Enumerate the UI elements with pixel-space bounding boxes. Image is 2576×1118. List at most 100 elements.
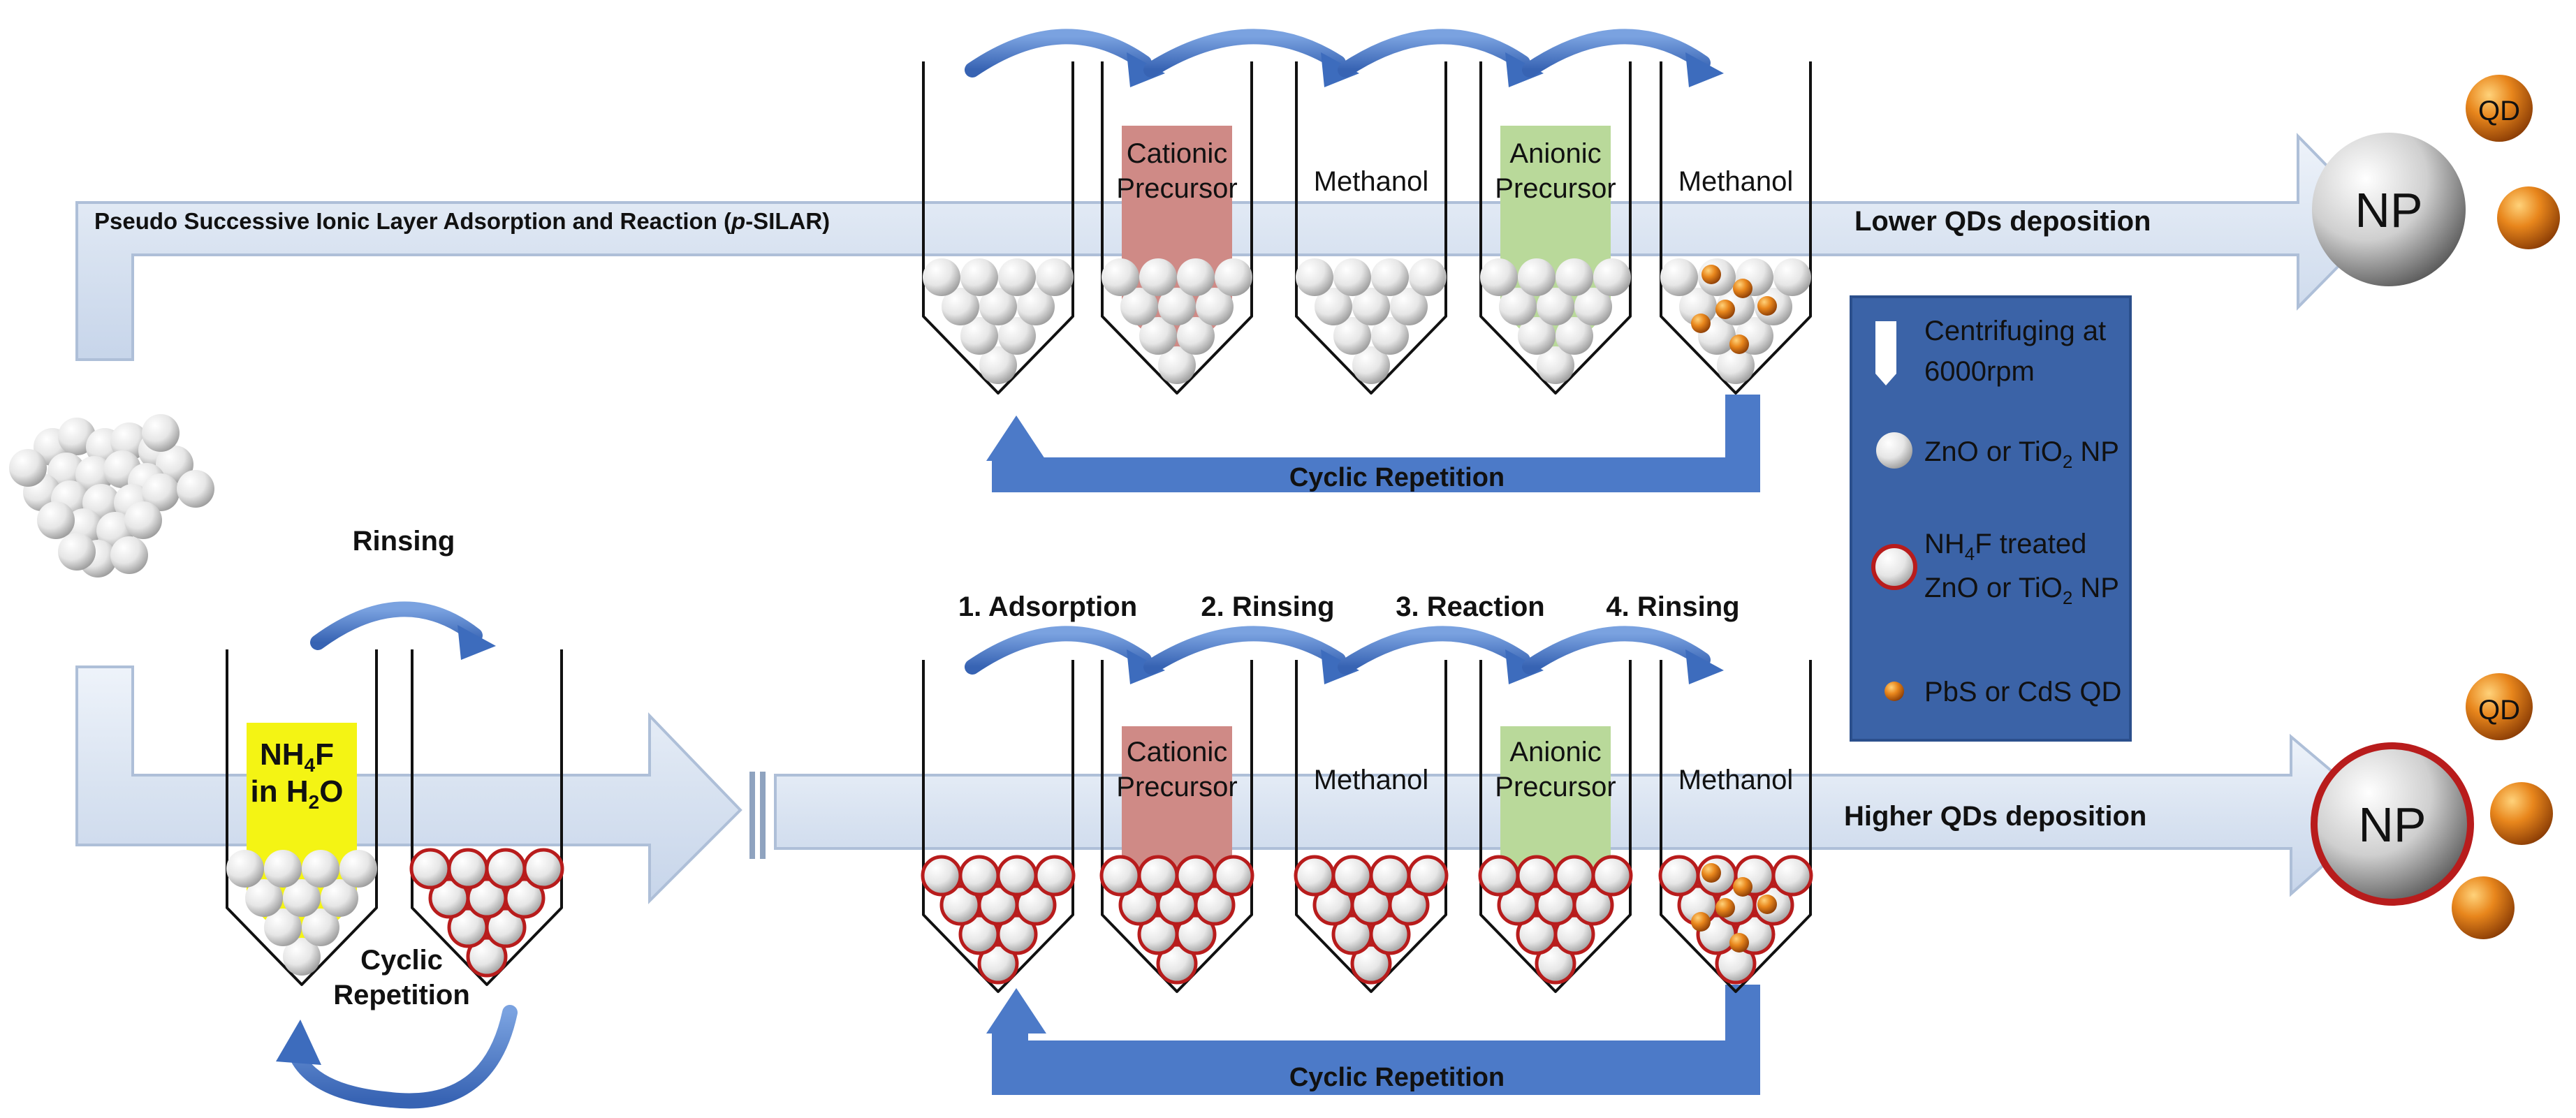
qd-particle [1733, 877, 1752, 897]
np-particle [283, 879, 321, 917]
treated-np-particle [1516, 855, 1558, 897]
np-particle [321, 879, 358, 917]
np-particle [998, 317, 1036, 355]
legend-treated-line2: ZnO or TiO2 NP [1924, 573, 2119, 608]
np-particle [979, 346, 1017, 384]
np-particle [979, 288, 1017, 325]
treated-np-legend-icon [1871, 544, 1917, 590]
pretreat-cycle-line1: Cyclic [360, 945, 443, 976]
qd-legend-icon [1885, 682, 1904, 701]
np-particle [1660, 258, 1698, 296]
treated-np-particle [466, 936, 508, 978]
qd-sphere [2490, 782, 2553, 845]
process-title: Pseudo Successive Ionic Layer Adsorption… [94, 208, 830, 234]
treated-tube [409, 649, 564, 986]
np-particle [1556, 317, 1593, 355]
bottom-step-arrow-1 [965, 626, 1165, 684]
treated-np-particle [1350, 943, 1392, 985]
np-particle [1537, 288, 1574, 325]
qd-particle [1691, 912, 1711, 932]
tube-outline [1295, 660, 1447, 993]
tube-outline [1101, 660, 1253, 993]
np-label: NP [2358, 797, 2426, 852]
qd-particle [1702, 863, 1721, 883]
treated-np-particle [1331, 855, 1373, 897]
legend-centrifuge-line2: 6000rpm [1924, 356, 2035, 387]
np-legend-icon [1876, 432, 1912, 469]
np-particle [58, 533, 96, 571]
tube-label: Precursor [1495, 772, 1616, 802]
tube-outline [1101, 61, 1253, 395]
treated-np-particle [1175, 855, 1217, 897]
treated-np-particle [1572, 884, 1614, 926]
np-particle [177, 470, 214, 508]
qd-particle [1702, 265, 1721, 284]
np-particle [264, 850, 302, 888]
np-particle [1352, 346, 1390, 384]
tube-label: Anionic [1509, 737, 1601, 767]
tube-label: Cationic [1127, 737, 1228, 767]
top-cycle-label: Cyclic Repetition [1289, 463, 1505, 492]
treated-np-particle [504, 877, 546, 919]
pretreat-cycle-line2: Repetition [333, 980, 470, 1010]
treated-np-particle [977, 943, 1019, 985]
qd-sphere [2452, 876, 2515, 939]
np-particle [1518, 258, 1556, 296]
np-particle [942, 288, 979, 325]
qd-particle [1757, 895, 1777, 914]
np-particle [1158, 288, 1196, 325]
tube-outline [1660, 660, 1812, 993]
treated-np-particle [996, 855, 1038, 897]
treated-np-particle [1771, 855, 1813, 897]
np-particle [226, 850, 264, 888]
separator-bar [749, 772, 755, 859]
np-particle [1499, 288, 1537, 325]
np-particle [156, 446, 193, 483]
bottom-tube-3: Methanol [1294, 660, 1449, 993]
qd-particle [1715, 898, 1735, 918]
nh4f-tube [226, 649, 378, 986]
qd-label: QD [2478, 695, 2520, 726]
np-particle [142, 473, 180, 511]
treated-np-particle [996, 913, 1038, 955]
np-particle [1139, 317, 1177, 355]
np-particle [1390, 288, 1428, 325]
tube-label: Precursor [1495, 173, 1616, 204]
treated-np-particle [1175, 913, 1217, 955]
treated-np-particle [1658, 855, 1700, 897]
np-particle [124, 501, 162, 539]
treated-np-particle [1553, 913, 1595, 955]
np-particle [1518, 317, 1556, 355]
qd-particle [1729, 933, 1749, 952]
legend-qd-label: PbS or CdS QD [1924, 677, 2121, 707]
np-label: NP [2355, 183, 2422, 237]
legend-treated-line1: NH4F treated [1924, 529, 2086, 564]
tube-outline [922, 61, 1074, 395]
np-particle [1371, 258, 1409, 296]
np-particle [283, 938, 321, 976]
treated-np-particle [1407, 855, 1449, 897]
np-particle [1177, 317, 1215, 355]
np-particle [142, 414, 180, 452]
np-particle [1352, 288, 1390, 325]
np-particle [1196, 288, 1234, 325]
treated-np-particle [1015, 884, 1057, 926]
qd-particle [1757, 296, 1777, 316]
separator-bar [760, 772, 766, 859]
np-particle [1120, 288, 1158, 325]
pretreat-cycle-arrow [276, 1005, 518, 1109]
treated-np-particle [485, 906, 527, 948]
np-particle [1556, 258, 1593, 296]
rinsing-label: Rinsing [353, 526, 455, 557]
qd-particle [1691, 314, 1711, 333]
np-particle [1537, 346, 1574, 384]
np-particle [1333, 258, 1371, 296]
np-particle [47, 453, 85, 490]
legend-box: Centrifuging at 6000rpm ZnO or TiO2 NP N… [1850, 295, 2132, 742]
loose-np-cluster [9, 414, 214, 578]
treated-np-particle [1156, 943, 1198, 985]
treated-np-particle [1553, 855, 1595, 897]
